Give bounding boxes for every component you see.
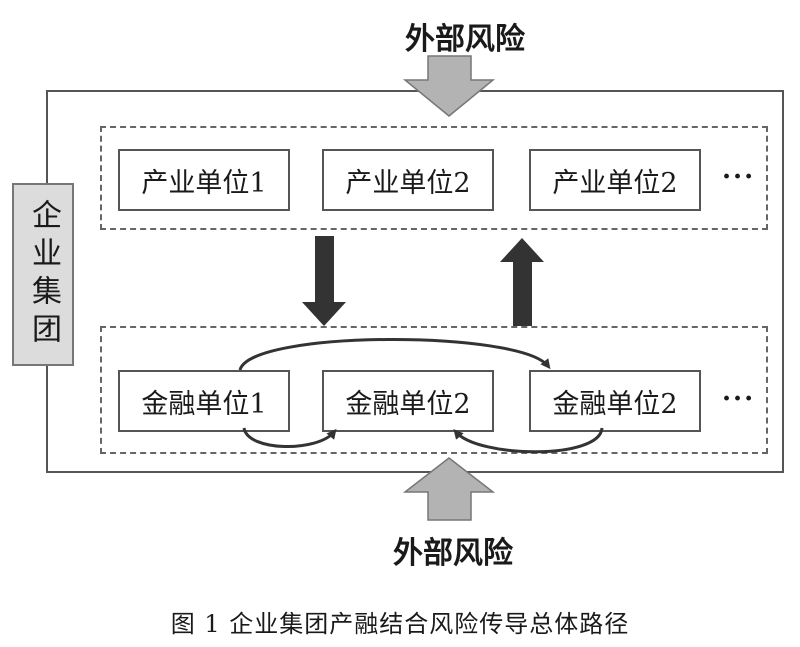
industry-units-ellipsis: ···	[722, 162, 756, 192]
bottom-external-risk-label: 外部风险	[393, 536, 513, 571]
industry-unit-3: 产业单位2	[529, 149, 701, 211]
industry-unit-2: 产业单位2	[322, 149, 494, 211]
enterprise-group-label-box: 企业集团	[12, 183, 74, 366]
finance-arc-bottom-left	[242, 427, 337, 448]
enterprise-group-label: 企业集团	[26, 198, 61, 351]
finance-unit-3: 金融单位2	[529, 370, 701, 432]
finance-arc-top	[238, 337, 551, 371]
industry-to-finance-arrow	[302, 236, 346, 326]
top-external-risk-label: 外部风险	[405, 22, 525, 57]
top-external-risk-arrow	[402, 55, 496, 117]
bottom-external-risk-arrow	[402, 457, 496, 521]
industry-units-group	[100, 126, 768, 230]
finance-arc-bottom-right	[453, 427, 604, 454]
industry-unit-1: 产业单位1	[118, 149, 290, 211]
finance-units-group	[100, 326, 768, 454]
finance-unit-1: 金融单位1	[118, 370, 290, 432]
figure-caption: 图 1 企业集团产融结合风险传导总体路径	[170, 610, 630, 638]
finance-to-industry-arrow	[500, 238, 544, 326]
finance-units-ellipsis: ···	[722, 384, 756, 414]
finance-unit-2: 金融单位2	[322, 370, 494, 432]
